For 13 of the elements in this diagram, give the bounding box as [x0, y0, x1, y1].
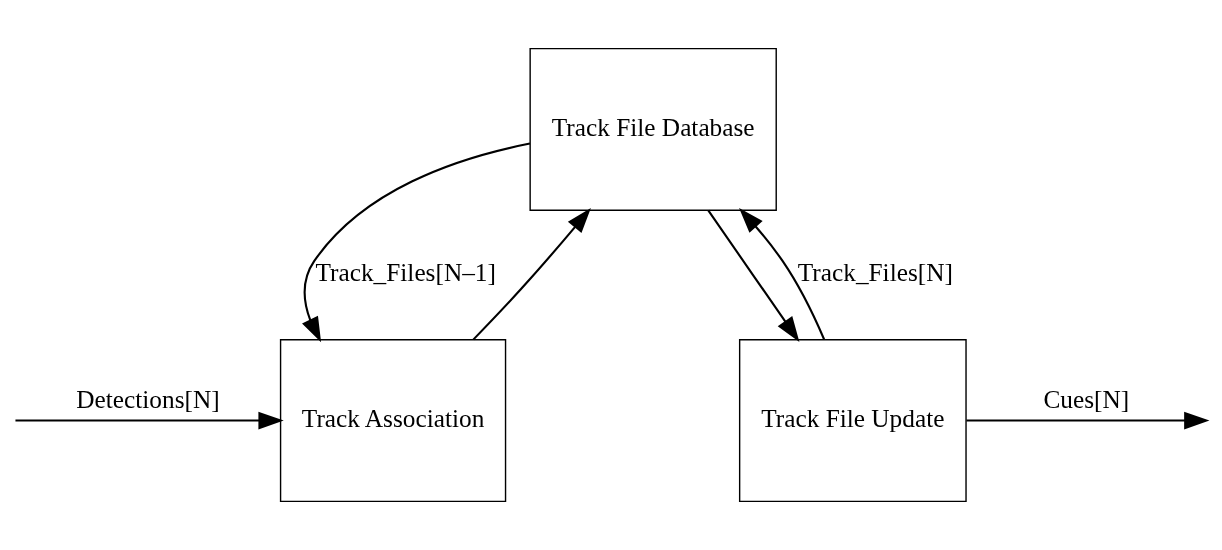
arrow: [966, 411, 1210, 430]
arrow: [739, 208, 826, 340]
edge-label: Detections[N]: [76, 385, 220, 414]
node-box: Track Association: [279, 338, 507, 503]
node-box: Track File Database: [529, 47, 777, 212]
arrow: [707, 209, 800, 342]
arrow: [15, 411, 284, 430]
arrow: [302, 142, 531, 343]
edge-label: Cues[N]: [1043, 385, 1130, 414]
node-box: Track File Update: [738, 338, 967, 503]
edge-label: Track_Files[N]: [797, 258, 953, 287]
arrow: [472, 207, 591, 341]
edge-label: Track_Files[N–1]: [315, 258, 496, 287]
